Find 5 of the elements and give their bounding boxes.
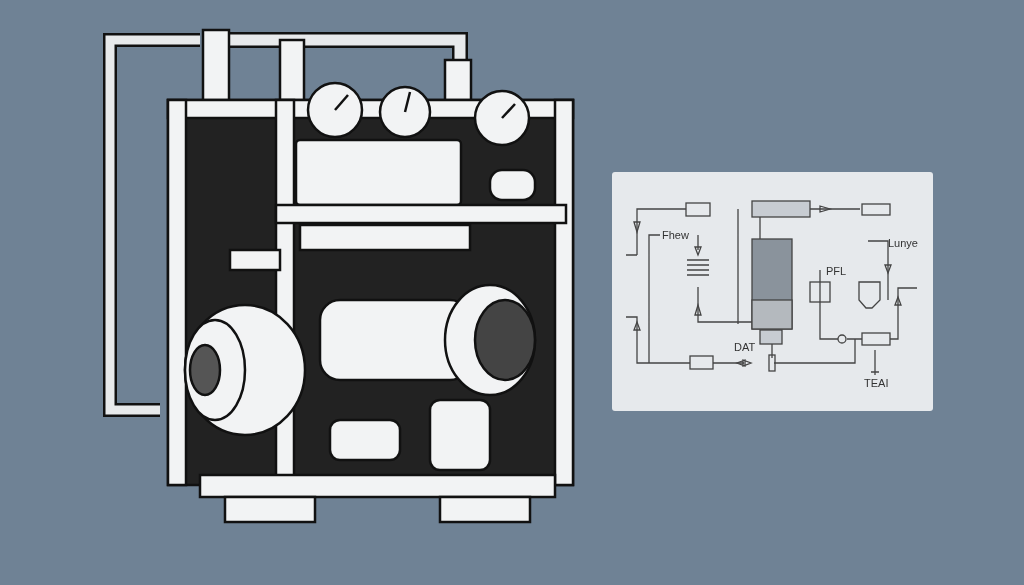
- schematic-label: Lunye: [888, 237, 918, 249]
- schematic-label: DAT: [734, 341, 756, 353]
- schematic-label: PFL: [826, 265, 847, 277]
- schematic-label: TEAI: [864, 377, 889, 389]
- schematic-label: Fhew: [662, 229, 689, 241]
